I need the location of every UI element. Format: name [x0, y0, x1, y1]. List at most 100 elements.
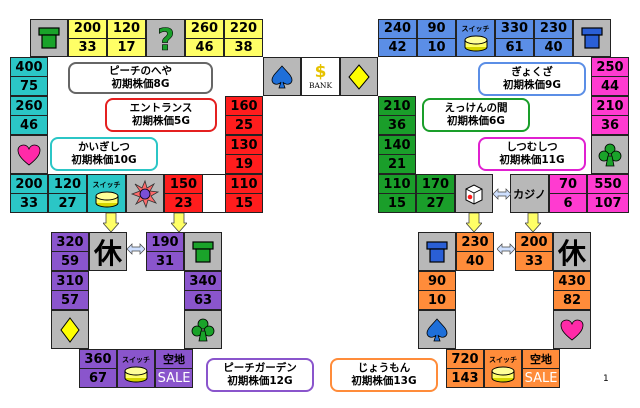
diamond-space-2[interactable]: [51, 310, 89, 349]
property-green-2[interactable]: 140 21: [378, 135, 416, 174]
property-yellow-1[interactable]: 200 33: [68, 19, 107, 57]
casino-space[interactable]: カジノ: [510, 174, 549, 213]
dice-space[interactable]: [455, 174, 493, 213]
value: 107: [594, 195, 622, 211]
property-cyan-2[interactable]: 260 46: [10, 96, 48, 135]
switch-label: スイッチ: [489, 355, 517, 364]
property-yellow-5[interactable]: 220 38: [224, 19, 263, 57]
property-magenta-1[interactable]: 250 44: [591, 57, 629, 96]
property-green-3[interactable]: 110 15: [378, 174, 416, 213]
switch-space-cyan[interactable]: スイッチ: [87, 174, 126, 213]
room-title: しつむしつ: [506, 141, 558, 153]
value: 82: [562, 292, 582, 308]
vacant-lot-purple[interactable]: 空地 SALE: [155, 349, 193, 388]
property-purple-1[interactable]: 320 59: [51, 232, 89, 271]
property-red-2[interactable]: 130 19: [225, 135, 263, 174]
property-yellow-4[interactable]: 260 46: [185, 19, 224, 57]
down-arrow-icon: [466, 213, 482, 233]
property-orange-2[interactable]: 200 33: [515, 232, 553, 271]
warp-pipe-space-blue[interactable]: [573, 19, 611, 57]
property-cyan-3[interactable]: 200 33: [10, 174, 48, 213]
price: 140: [379, 136, 415, 155]
room-price: 初期株価10G: [71, 154, 137, 166]
switch-space-orange[interactable]: スイッチ: [484, 349, 522, 388]
property-red-4[interactable]: 110 15: [225, 174, 263, 213]
warp-pipe-space-blue-2[interactable]: [418, 232, 456, 271]
property-green-1[interactable]: 210 36: [378, 96, 416, 135]
price: 110: [379, 175, 415, 194]
property-orange-3[interactable]: 90 10: [418, 271, 456, 310]
price: 400: [11, 58, 47, 77]
rest-space[interactable]: 休: [89, 232, 127, 271]
value: 6: [563, 195, 573, 211]
property-yellow-2[interactable]: 120 17: [107, 19, 146, 57]
room-label-ekken: えっけんの間 初期株価6G: [422, 98, 530, 132]
property-purple-4[interactable]: 340 63: [184, 271, 222, 310]
switch-label: スイッチ: [122, 355, 150, 364]
club-space[interactable]: [591, 135, 629, 174]
property-blue-1[interactable]: 240 42: [378, 19, 417, 57]
green-pipe-icon: [38, 27, 60, 49]
down-arrow-icon: [171, 213, 187, 233]
property-magenta-4[interactable]: 550 107: [587, 174, 629, 213]
svg-text:?: ?: [157, 23, 174, 53]
question-space[interactable]: ?: [146, 19, 185, 57]
value: 15: [387, 195, 407, 211]
spade-icon: [426, 317, 448, 341]
club-space-2[interactable]: [184, 310, 222, 349]
rest-space-2[interactable]: 休: [553, 232, 591, 271]
heart-space[interactable]: [10, 135, 48, 174]
room-label-peach: ピーチのへや 初期株価8G: [68, 62, 213, 94]
property-red-1[interactable]: 160 25: [225, 96, 263, 135]
switch-label: スイッチ: [461, 25, 490, 33]
value: 143: [451, 370, 479, 386]
property-red-3[interactable]: 150 23: [164, 174, 203, 213]
property-blue-4[interactable]: 330 61: [495, 19, 534, 57]
bank-space[interactable]: $ BANK: [301, 57, 340, 96]
price: 190: [147, 233, 183, 252]
price: 310: [52, 272, 88, 291]
property-blue-2[interactable]: 90 10: [417, 19, 456, 57]
property-green-4[interactable]: 170 27: [416, 174, 455, 213]
price: 340: [185, 272, 221, 291]
property-purple-5[interactable]: 360 67: [79, 349, 117, 388]
price: 150: [165, 175, 202, 194]
price: 70: [550, 175, 586, 194]
value: 38: [234, 39, 253, 55]
price: 250: [592, 58, 628, 77]
property-cyan-4[interactable]: 120 27: [48, 174, 87, 213]
property-orange-1[interactable]: 230 40: [456, 232, 494, 271]
room-title: えっけんの間: [444, 102, 508, 114]
switch-space-purple[interactable]: スイッチ: [117, 349, 155, 388]
vacant-lot-orange[interactable]: 空地 SALE: [522, 349, 560, 388]
property-magenta-3[interactable]: 70 6: [549, 174, 587, 213]
property-blue-5[interactable]: 230 40: [534, 19, 573, 57]
two-way-arrow-icon: [493, 188, 511, 200]
room-price: 初期株価5G: [132, 115, 190, 127]
property-purple-2[interactable]: 190 31: [146, 232, 184, 271]
room-title: かいぎしつ: [78, 141, 130, 153]
bomb-space[interactable]: [126, 174, 164, 213]
price: 430: [554, 272, 590, 291]
switch-space[interactable]: スイッチ: [456, 19, 495, 57]
warp-pipe-space[interactable]: [30, 19, 68, 57]
property-magenta-2[interactable]: 210 36: [591, 96, 629, 135]
spade-space[interactable]: [263, 57, 301, 96]
switch-button-icon: [491, 366, 515, 382]
price: 230: [535, 20, 572, 39]
property-orange-4[interactable]: 430 82: [553, 271, 591, 310]
property-orange-5[interactable]: 720 143: [446, 349, 484, 388]
price: 210: [379, 97, 415, 116]
property-cyan-1[interactable]: 400 75: [10, 57, 48, 96]
heart-space-2[interactable]: [553, 310, 591, 349]
price: 240: [379, 20, 416, 39]
price: 120: [108, 20, 145, 39]
dice-icon: [465, 183, 483, 205]
warp-pipe-space-green[interactable]: [184, 232, 222, 271]
diamond-space[interactable]: [340, 57, 378, 96]
question-mark-icon: ?: [156, 23, 174, 53]
price: 90: [418, 20, 455, 39]
property-purple-3[interactable]: 310 57: [51, 271, 89, 310]
spade-space-2[interactable]: [418, 310, 456, 349]
